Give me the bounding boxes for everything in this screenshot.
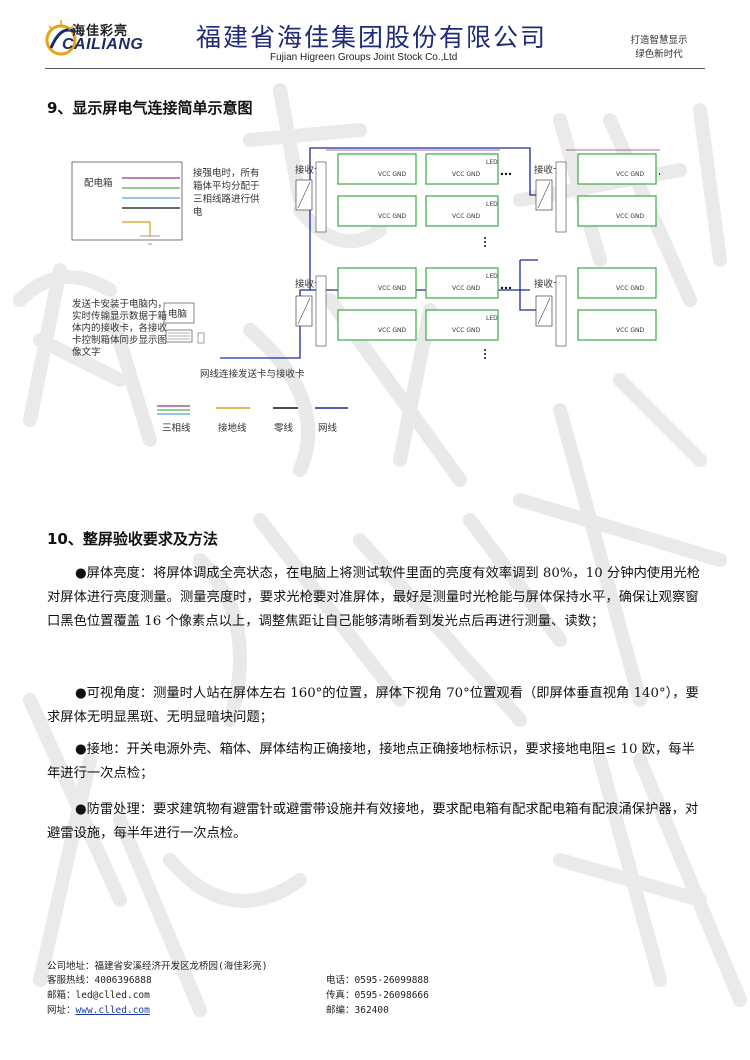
module-labels: VCC GND VCC GND VCC GND VCC GND VCC GND …	[378, 159, 645, 334]
svg-text:VCC GND: VCC GND	[378, 327, 407, 334]
header-divider	[45, 68, 705, 69]
svg-text:LED: LED	[486, 273, 498, 280]
svg-text:VCC GND: VCC GND	[616, 171, 645, 178]
footer-hotline: 客服热线：4006396888	[47, 975, 152, 986]
svg-text:电脑: 电脑	[168, 308, 187, 320]
svg-text:VCC GND: VCC GND	[378, 213, 407, 220]
diagram-legend: 三相线 接地线 零线 网线	[157, 405, 348, 434]
logo-chinese-name: 海佳彩亮	[72, 24, 129, 39]
legend-three-phase: 三相线	[162, 422, 191, 434]
continuation-dots	[484, 172, 660, 359]
power-box-label: 配电箱	[84, 177, 113, 189]
footer-phone: 电话：0595-26099888	[326, 975, 429, 986]
company-name-chinese: 福建省海佳集团股份有限公司	[196, 23, 548, 52]
paragraph-lightning: ●防雷处理：要求建筑物有避雷针或避雷带设施并有效接地，要求配电箱有配求配电箱有配…	[47, 802, 699, 841]
footer-website-label: 网址：	[47, 1005, 76, 1016]
slogan-line-1: 打造智慧显示	[630, 35, 688, 46]
footer-email: 邮箱：led@clled.com	[47, 990, 150, 1001]
paragraph-brightness: ●屏体亮度：将屏体调成全亮状态，在电脑上将测试软件里面的亮度有效率调到 80%，…	[47, 566, 700, 629]
paragraph-viewing-angle: ●可视角度：测量时人站在屏体左右 160°的位置，屏体下视角 70°位置观看（即…	[47, 686, 699, 725]
computer-icon: 电脑	[163, 302, 205, 344]
svg-text:VCC GND: VCC GND	[452, 285, 481, 292]
svg-text:LED: LED	[486, 315, 498, 322]
electrical-connection-diagram: 配电箱 接收卡 接收卡 接收卡 接收卡	[71, 147, 660, 434]
legend-network: 网线	[318, 422, 338, 434]
network-cable	[220, 147, 538, 359]
legend-ground: 接地线	[218, 422, 247, 434]
legend-neutral: 零线	[274, 422, 294, 434]
svg-text:VCC GND: VCC GND	[378, 171, 407, 178]
led-module-grid-right	[577, 153, 657, 341]
footer-fax: 传真：0595-26098666	[326, 990, 429, 1001]
led-module-grid-left	[337, 153, 499, 341]
svg-text:VCC GND: VCC GND	[378, 285, 407, 292]
slogan: 打造智慧显示 绿色新时代	[614, 34, 704, 62]
svg-text:VCC GND: VCC GND	[616, 213, 645, 220]
power-note: 接强电时，所有箱体平均分配于三相线路进行供电	[193, 168, 260, 218]
svg-text:LED: LED	[486, 159, 498, 166]
network-caption: 网线连接发送卡与接收卡	[200, 368, 305, 380]
slogan-line-2: 绿色新时代	[635, 49, 683, 60]
svg-text:VCC GND: VCC GND	[452, 213, 481, 220]
sender-card-note: 发送卡安装于电脑内，实时传输显示数据于箱体内的接收卡，各接收卡控制箱体同步显示图…	[72, 299, 168, 358]
footer-postcode: 邮编：362400	[326, 1005, 389, 1016]
svg-text:VCC GND: VCC GND	[452, 327, 481, 334]
company-name-english: Fujian Higreen Groups Joint Stock Co.,Lt…	[270, 52, 458, 63]
svg-text:LED: LED	[486, 201, 498, 208]
power-distribution-box	[71, 161, 183, 241]
section-10-heading: 10、整屏验收要求及方法	[47, 530, 218, 548]
hub-blocks	[315, 161, 567, 347]
section-9-heading: 9、显示屏电气连接简单示意图	[47, 99, 253, 117]
svg-text:VCC GND: VCC GND	[452, 171, 481, 178]
footer-website: 网址：www.clled.com	[47, 1004, 307, 1017]
footer-website-link[interactable]: www.clled.com	[75, 1005, 150, 1016]
svg-text:VCC GND: VCC GND	[616, 327, 645, 334]
logo-english-name: CAILIANG	[62, 36, 144, 53]
paragraph-grounding: ●接地：开关电源外壳、箱体、屏体结构正确接地，接地点正确接地标标识，要求接地电阻…	[47, 742, 695, 781]
svg-text:VCC GND: VCC GND	[616, 285, 645, 292]
company-logo-icon	[45, 20, 77, 56]
footer-address: 公司地址：福建省安溪经济开发区龙桥园(海佳彩亮)	[47, 961, 268, 972]
